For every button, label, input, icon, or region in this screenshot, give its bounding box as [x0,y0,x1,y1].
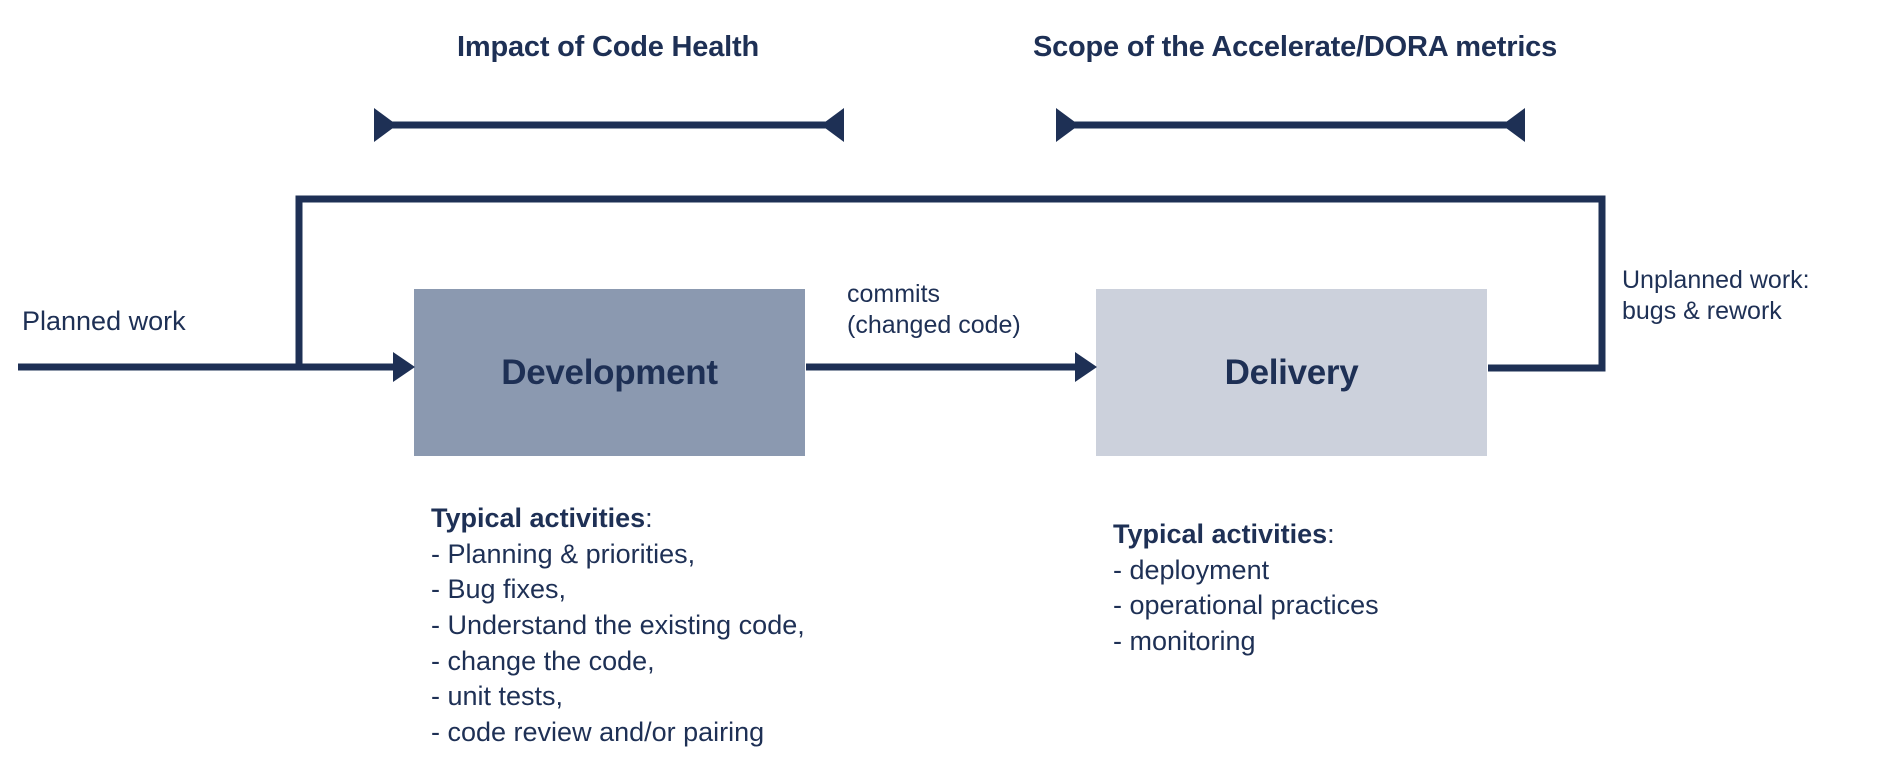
span-title-scope-of-accelerate-dora-metrics: Scope of the Accelerate/DORA metrics [1032,31,1558,63]
activities-delivery-list: deployment operational practices monitor… [1113,553,1593,660]
list-item: operational practices [1113,588,1593,624]
process-box-delivery-label: Delivery [1224,352,1359,392]
unplanned-work-label: Unplanned work: bugs & rework [1622,266,1810,325]
arrow-development-to-delivery [806,352,1097,382]
process-box-delivery: Delivery [1096,289,1487,456]
span-title-impact-of-code-health: Impact of Code Health [457,31,759,63]
list-item: monitoring [1113,624,1593,660]
activities-delivery-title-colon: : [1327,519,1335,549]
span-arrow-scope-of-accelerate-dora-metrics [1056,108,1525,142]
span-arrow-left-head-icon [374,108,397,142]
list-item: unit tests, [431,679,951,715]
activities-development: Typical activities: Planning & prioritie… [431,501,951,750]
list-item: Bug fixes, [431,572,951,608]
span-arrow-left-head-icon-2 [1056,108,1079,142]
list-item: Planning & priorities, [431,537,951,573]
activities-delivery: Typical activities: deployment operation… [1113,517,1593,660]
activities-delivery-title-text: Typical activities [1113,519,1328,549]
commits-edge-label: commits (changed code) [847,280,1021,339]
activities-delivery-title: Typical activities: [1113,517,1593,553]
list-item: Understand the existing code, [431,608,951,644]
list-item: deployment [1113,553,1593,589]
arrowhead-icon-commits [1075,352,1097,382]
list-item: change the code, [431,644,951,680]
arrow-planned-work-to-development [18,352,415,382]
activities-development-title-colon: : [645,503,653,533]
span-arrow-impact-of-code-health [374,108,844,142]
process-box-development: Development [414,289,805,456]
span-arrow-right-head-icon-2 [1502,108,1525,142]
activities-development-title-text: Typical activities [431,503,646,533]
process-box-development-label: Development [501,352,718,392]
arrowhead-icon-planned-work [393,352,415,382]
planned-work-label: Planned work [22,306,186,336]
activities-development-title: Typical activities: [431,501,951,537]
list-item: code review and/or pairing [431,715,951,751]
span-arrow-right-head-icon [821,108,844,142]
activities-development-list: Planning & priorities, Bug fixes, Unders… [431,537,951,751]
